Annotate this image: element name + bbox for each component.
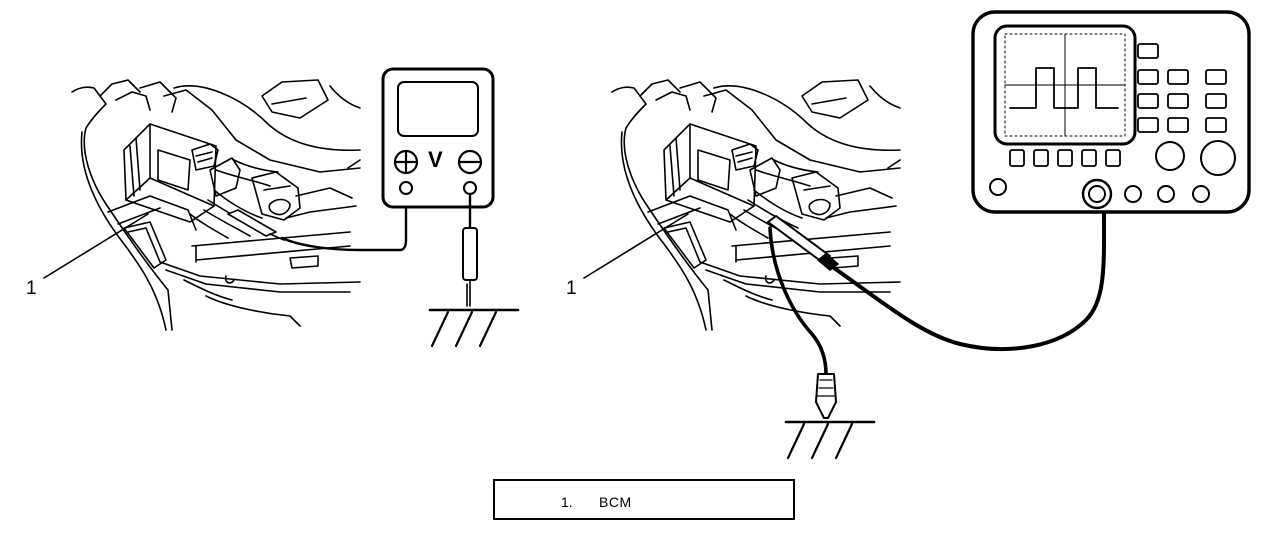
voltmeter-ground-lead [462,192,478,307]
legend-item-number: 1. [561,494,573,510]
callout-number-right: 1 [566,278,577,299]
voltmeter-icon [381,67,495,209]
oscilloscope-probe [767,206,1107,351]
vehicle-interior-right [611,79,901,331]
callout-leader-left [43,213,149,279]
ground-symbol-icon-right [784,420,876,460]
ground-symbol-icon [428,308,520,348]
vehicle-interior-left [71,79,361,331]
callout-number-left: 1 [26,278,37,299]
callout-leader-right [583,213,689,279]
legend-box: 1. BCM [493,479,795,520]
oscilloscope-ground-lead [768,226,837,419]
voltmeter-unit-label: V [428,147,443,172]
voltmeter-probe-lead [227,192,408,252]
square-waveform [1009,67,1119,109]
oscilloscope-icon [971,10,1251,214]
legend-item-text: BCM [599,494,632,510]
